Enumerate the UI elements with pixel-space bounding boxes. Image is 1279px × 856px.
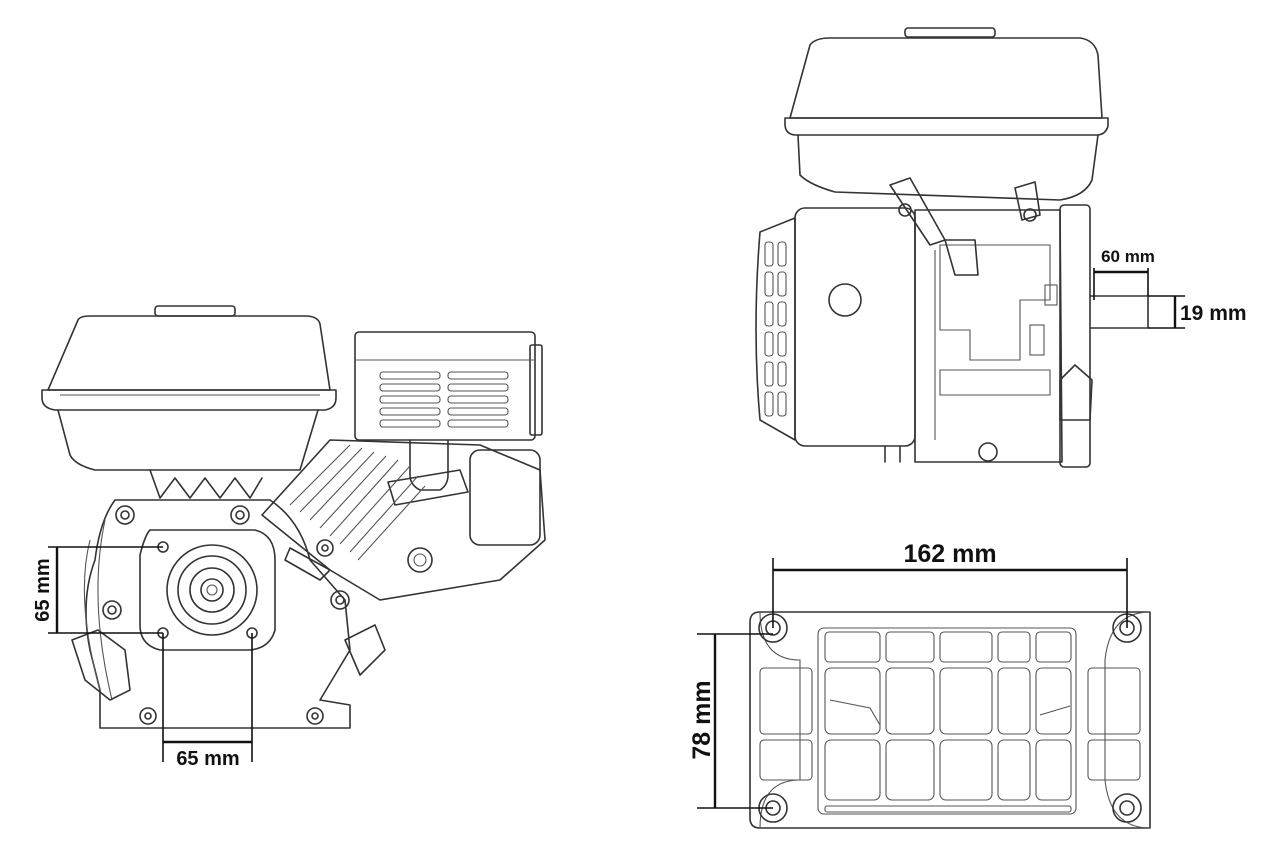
crankcase [71,499,386,729]
front-dimension-lines [48,546,253,762]
mount-depth-dim-label: 78 mm [688,680,716,759]
front-horizontal-dim-label: 65 mm [176,748,239,770]
side-fuel-tank [784,27,1109,201]
side-dimension-lines [1093,268,1185,329]
front-view-engine [41,305,546,729]
output-shaft [1089,295,1149,329]
mount-holes [758,613,1142,823]
mount-width-dim-label: 162 mm [903,540,996,568]
front-vertical-dim-label: 65 mm [32,558,54,621]
fuel-tank [41,305,337,471]
side-view-engine [755,27,1149,468]
base-view-plate [749,611,1151,829]
muffler [354,331,543,506]
shaft-length-dim-label: 60 mm [1101,247,1155,266]
shaft-diameter-dim-label: 19 mm [1180,302,1247,325]
side-crankcase [794,177,1093,468]
recoil-starter [755,217,796,441]
base-dimension-lines [697,558,1128,809]
base-ribs [759,627,1141,815]
cylinder-fins [149,439,546,601]
